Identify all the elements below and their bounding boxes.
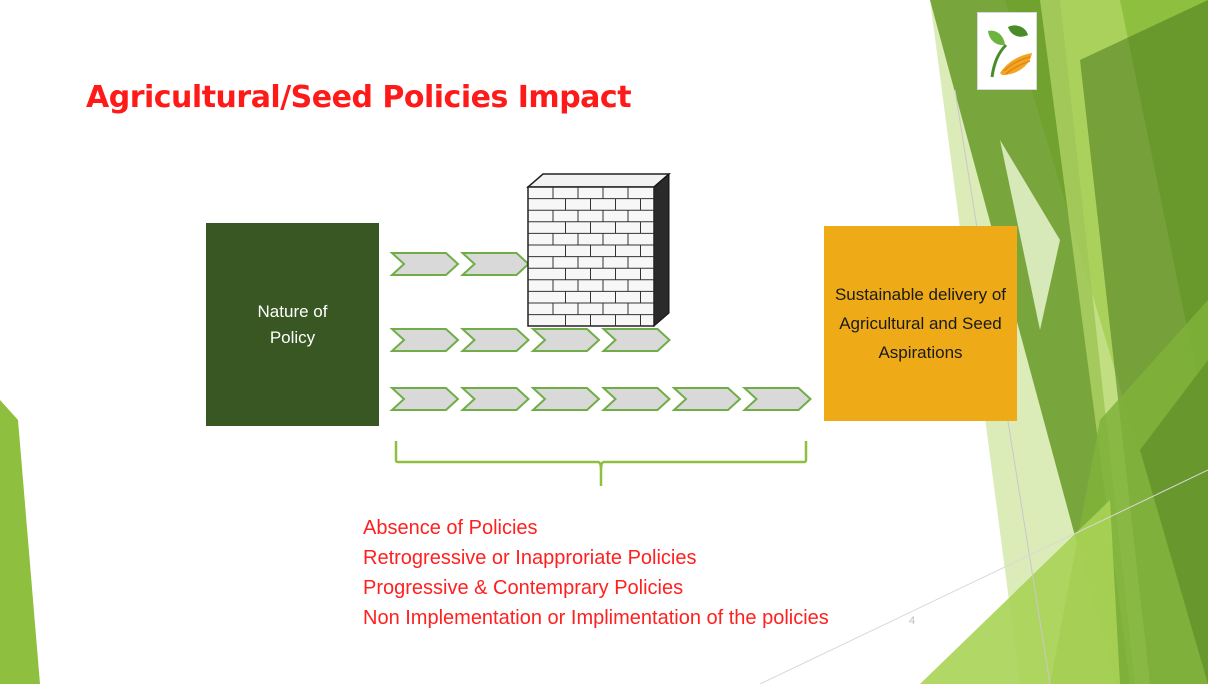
impact-factor-item: Absence of Policies — [363, 517, 538, 539]
flow-chevron — [459, 328, 530, 352]
impact-factor-item: Non Implementation or Implimentation of … — [363, 607, 829, 629]
impact-factor-item: Progressive & Contemprary Policies — [363, 577, 684, 599]
flow-row-partial — [389, 328, 671, 352]
flow-chevron — [389, 328, 460, 352]
brick-wall-icon — [525, 172, 672, 328]
nature-of-policy-box: Nature of Policy — [206, 223, 379, 426]
nature-of-policy-label: Nature of Policy — [257, 301, 328, 347]
flow-chevron — [671, 387, 742, 411]
seedling-corn-logo — [977, 12, 1037, 90]
slide-title: Agricultural/Seed Policies Impact — [86, 80, 632, 115]
sustainable-delivery-box: Sustainable delivery of Agricultural and… — [824, 226, 1017, 421]
flow-chevron — [389, 387, 460, 411]
flow-chevron — [459, 387, 530, 411]
flow-chevron — [600, 328, 671, 352]
sustainable-delivery-label: Sustainable delivery of Agricultural and… — [834, 285, 1007, 362]
impact-factor-item: Retrogressive or Inapproriate Policies — [363, 547, 697, 569]
flow-chevron — [741, 387, 812, 411]
flow-chevron — [530, 328, 601, 352]
flow-chevron — [530, 387, 601, 411]
flow-row-complete — [389, 387, 812, 411]
impact-factor-list: Absence of Policies Retrogressive or Ina… — [363, 513, 829, 633]
flow-chevron — [600, 387, 671, 411]
flow-chevron — [459, 252, 530, 276]
flow-chevron — [389, 252, 460, 276]
impact-bracket — [394, 441, 808, 486]
page-number: 4 — [909, 615, 916, 627]
